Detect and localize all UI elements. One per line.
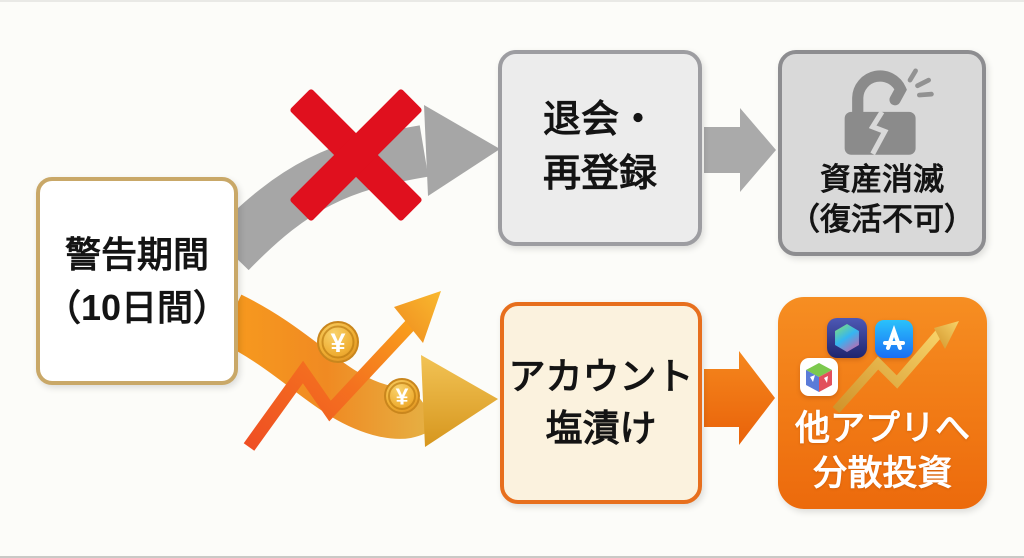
account-hold-box: アカウント 塩漬け: [500, 302, 702, 504]
flow-arrow-top: [704, 108, 776, 192]
red-cross-bar: [290, 89, 422, 221]
withdraw-label-line2: 再登録: [542, 153, 657, 195]
yen-coin-symbol: ¥: [330, 328, 345, 358]
account-hold-label-line2: 塩漬け: [545, 408, 657, 449]
bottom-frame-line: [0, 556, 1024, 558]
diversify-label-line2: 分散投資: [812, 454, 953, 494]
flow-arrow-bottom: [704, 351, 775, 445]
account-hold-label-line1: アカウント: [508, 356, 694, 398]
yen-coin-icon: ¥: [384, 378, 420, 414]
yen-coin-icon: ¥: [317, 321, 359, 363]
yen-coin-symbol: ¥: [396, 384, 409, 410]
rising-chart-arrow-head: [394, 291, 441, 343]
lock-break-burst: [907, 68, 934, 98]
cube-glyph: [806, 363, 832, 392]
broken-lock-icon: [844, 68, 934, 156]
rising-chart-arrow-icon: [243, 291, 441, 451]
yen-coin-face: [317, 321, 359, 363]
withdraw-label-line1: 退会・: [542, 99, 657, 142]
gray-curved-arrow-head: [424, 105, 500, 196]
shortcuts-app-icon: [827, 318, 867, 358]
red-cross-icon: [290, 89, 422, 221]
box-zigzag-line: [832, 328, 945, 413]
box-zigzag-arrow-head: [934, 321, 959, 349]
app-store-glyph: [883, 324, 905, 350]
top-frame-line: [0, 0, 1024, 2]
diversify-box: 他アプリへ 分散投資: [778, 297, 987, 509]
lock-shackle: [852, 70, 907, 122]
asset-loss-label-line1: 資産消滅: [820, 162, 944, 197]
diversify-label-line1: 他アプリへ: [794, 409, 970, 449]
rising-chart-arrow-icon: [832, 321, 959, 413]
yen-coin-ring: [321, 325, 355, 359]
shortcuts-hexagon: [835, 324, 859, 352]
cube-app-icon: [800, 358, 838, 396]
lock-body: [844, 111, 916, 155]
lock-crack: [868, 110, 889, 156]
app-store-icon: [875, 320, 913, 358]
warning-period-box: 警告期間 （10日間）: [36, 177, 238, 385]
warning-period-label-line1: 警告期間: [64, 233, 209, 275]
warning-period-label-line2: （10日間）: [44, 287, 230, 328]
yen-coin-ring: [388, 382, 416, 410]
asset-loss-box: 資産消滅 （復活不可）: [778, 50, 986, 256]
withdraw-reregister-box: 退会・ 再登録: [498, 50, 702, 246]
gold-swoosh-head: [421, 355, 498, 447]
asset-loss-label-line2: （復活不可）: [789, 201, 975, 237]
rising-chart-zigzag: [243, 316, 419, 451]
